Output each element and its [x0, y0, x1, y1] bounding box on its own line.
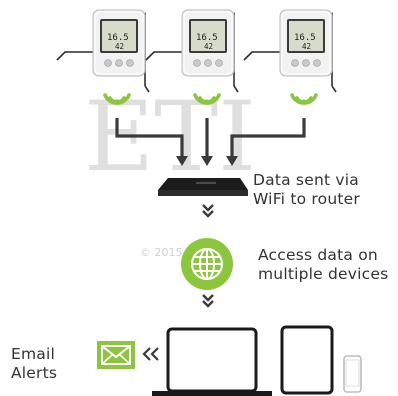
chevron-down-icon	[201, 293, 215, 308]
logger-humidity: 42	[302, 42, 311, 51]
phone-icon	[343, 355, 362, 393]
email-caption-line1: Email	[11, 345, 56, 363]
globe-icon	[181, 238, 233, 290]
access-caption-line2: multiple devices	[258, 265, 389, 283]
data-logger-center: 16.5 42	[145, 9, 239, 93]
access-caption: Access data on multiple devices	[258, 246, 388, 284]
logger-temperature: 16.5	[196, 33, 218, 43]
data-logger-right: 16.5 42	[243, 9, 337, 93]
logger-humidity: 42	[204, 42, 213, 51]
laptop-icon	[152, 327, 272, 396]
router-caption: Data sent via WiFi to router	[253, 171, 360, 209]
tablet-icon	[280, 325, 334, 395]
envelope-icon	[97, 341, 135, 369]
watermark-copyright: © 2015	[140, 246, 183, 259]
data-logger-left: 16.5 42	[56, 9, 150, 93]
router-icon	[158, 178, 248, 196]
logger-temperature: 16.5	[107, 33, 129, 43]
router-caption-line1: Data sent via	[253, 171, 359, 189]
connector-arrows	[115, 118, 306, 158]
arrowheads	[176, 156, 238, 166]
logger-humidity: 42	[115, 42, 124, 51]
logger-temperature: 16.5	[294, 33, 316, 43]
chevron-left-icon	[142, 347, 159, 361]
wifi-signal-icon	[290, 93, 318, 107]
access-caption-line1: Access data on	[258, 246, 378, 264]
email-caption-line2: Alerts	[11, 364, 58, 382]
router-caption-line2: WiFi to router	[253, 190, 360, 208]
chevron-down-icon	[201, 203, 215, 218]
email-caption: Email Alerts	[11, 345, 57, 383]
